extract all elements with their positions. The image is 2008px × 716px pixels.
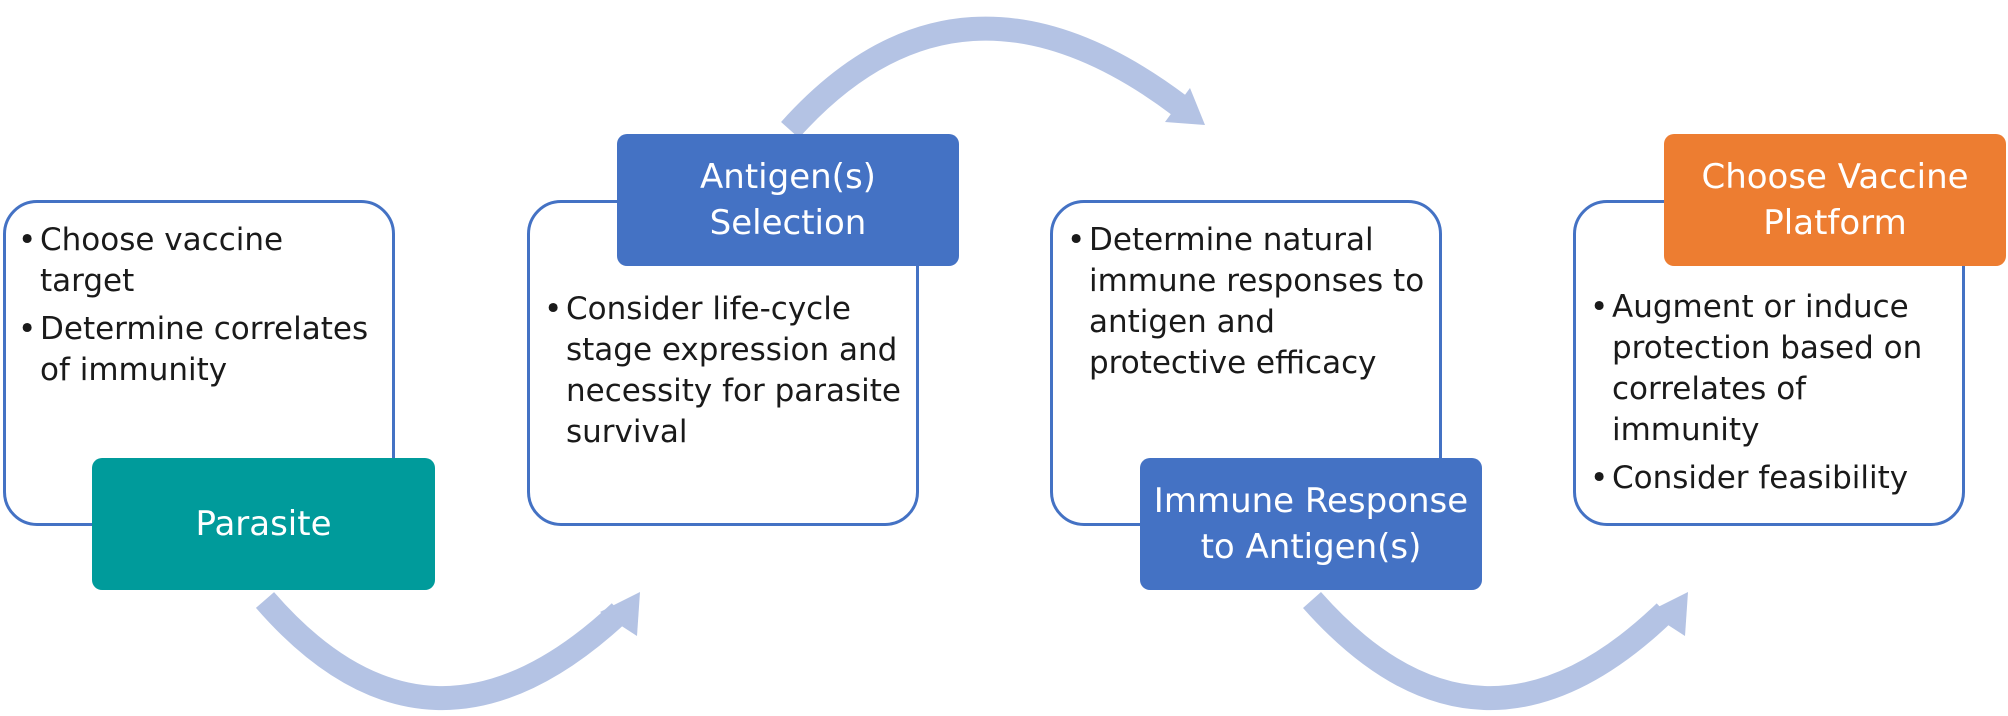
label-text: Immune Response to Antigen(s) [1153, 481, 1469, 567]
bullet-item: Determine correlates of immunity [18, 309, 380, 391]
bullet-item: Consider feasibility [1590, 458, 1948, 499]
label-text: Antigen(s) Selection [700, 157, 876, 243]
parasite-bullets: Choose vaccine target Determine correlat… [18, 220, 380, 391]
antigen-selection-bullets: Consider life-cycle stage expression and… [544, 289, 902, 453]
curved-arrow-icon [781, 16, 1188, 139]
arrow-head-icon [1165, 88, 1205, 125]
label-text: Parasite [195, 504, 332, 544]
bullet-item: Choose vaccine target [18, 220, 380, 302]
vaccine-platform-bullets: Augment or induce protection based on co… [1590, 287, 1948, 499]
arrow-head-icon [1648, 592, 1688, 636]
bullet-item: Consider life-cycle stage expression and… [544, 289, 902, 453]
curved-arrow-icon [1303, 592, 1674, 710]
curved-arrow-icon [255, 592, 629, 710]
vaccine-platform-label: Choose Vaccine Platform [1664, 134, 2006, 266]
immune-response-label: Immune Response to Antigen(s) [1140, 458, 1482, 590]
label-text: Choose Vaccine Platform [1701, 157, 1969, 243]
immune-response-bullets: Determine natural immune responses to an… [1067, 220, 1425, 384]
bullet-item: Determine natural immune responses to an… [1067, 220, 1425, 384]
parasite-label: Parasite [92, 458, 435, 590]
bullet-item: Augment or induce protection based on co… [1590, 287, 1948, 451]
antigen-selection-label: Antigen(s) Selection [617, 134, 959, 266]
arrow-head-icon [600, 592, 640, 636]
